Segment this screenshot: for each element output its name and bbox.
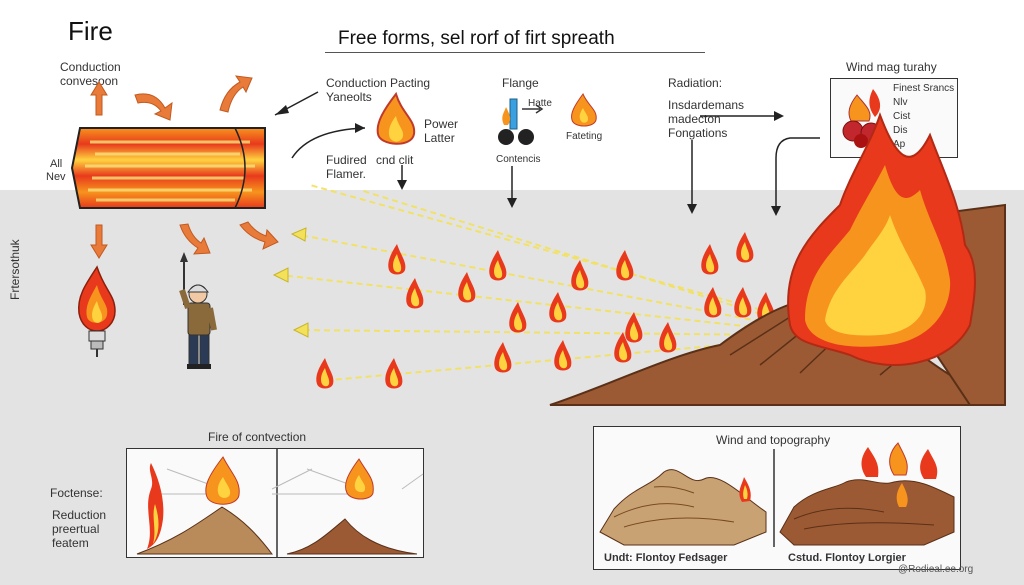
fateting-flame-icon: [571, 93, 597, 127]
latter-label: Latter: [424, 131, 455, 145]
hatte-label: Hatte: [528, 98, 552, 109]
radiation-line3: Fongations: [668, 126, 728, 140]
convection-illustration: [136, 449, 424, 557]
conduction-label: Conduction: [60, 60, 121, 74]
power-label: Power: [424, 117, 459, 131]
conduction-bar: [70, 127, 266, 209]
mountain-wildfire: [549, 112, 1006, 406]
convection-side-text: featem: [52, 536, 89, 550]
power-flame-icon: [376, 91, 416, 145]
fateting-label: Fateting: [566, 131, 603, 142]
wind-box-line: Finest Srancs: [893, 83, 955, 94]
wind-box-line: Dis: [893, 125, 908, 136]
convection-arrows: [90, 75, 279, 259]
watermark: @Rodieal.ee.org: [898, 564, 974, 575]
radiation-line1: Insdardemans: [668, 98, 745, 112]
cnd-clit-label: cnd clit: [376, 153, 414, 167]
wind-box-label: Wind mag turahy: [846, 60, 937, 74]
convection-panel: [126, 448, 424, 558]
convection-label: convesoon: [60, 74, 119, 88]
flamer-label: Flamer.: [326, 167, 367, 181]
radiation-label: Radiation:: [668, 76, 723, 90]
topography-panel-title: Wind and topography: [716, 433, 831, 447]
page-title: Fire: [68, 16, 113, 46]
convection-side-text: Reduction: [52, 508, 107, 522]
side-label-nev: Nev: [46, 171, 66, 183]
bulb-flame-icon: [77, 265, 116, 357]
flange-apparatus-icon: [498, 98, 544, 145]
topography-caption-right: Cstud. Flontoy Lorgier: [788, 552, 906, 564]
wind-box-line: Cist: [893, 111, 911, 122]
wind-box-line: Nlv: [893, 97, 908, 108]
yaneolts-label: Yaneolts: [326, 90, 372, 104]
title-rule: [325, 52, 705, 53]
convection-side-label: Foctense:: [50, 486, 103, 500]
contencis-label: Contencis: [496, 154, 541, 165]
wind-box: Finest Srancs Nlv Cist Dis Ap: [830, 78, 958, 158]
side-label-all: All: [50, 158, 63, 170]
convection-panel-title: Fire of contvection: [208, 430, 307, 444]
topography-caption-left: Undt: Flontoy Fedsager: [604, 552, 728, 564]
fudired-label: Fudired: [326, 153, 367, 167]
flange-label: Flange: [502, 76, 539, 90]
topography-illustration: [599, 442, 955, 547]
page-subtitle: Free forms, sel rorf of firt spreath: [338, 28, 615, 49]
convection-side-text: preertual: [52, 522, 100, 536]
topography-panel: Wind and topography Undt: Flontoy Fedsag…: [593, 426, 961, 570]
firefighter-figure: [179, 252, 217, 369]
wind-box-line: Ap: [893, 139, 906, 150]
conduction-pacting-label: Conduction Pacting: [326, 76, 431, 90]
